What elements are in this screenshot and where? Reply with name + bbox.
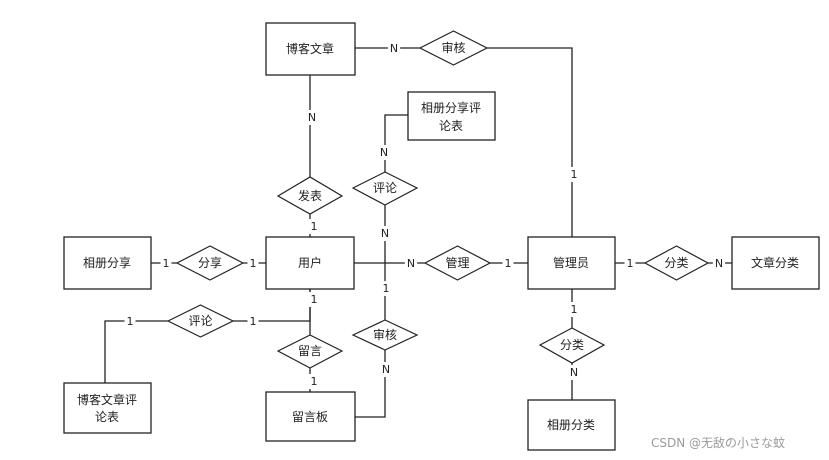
entity-user[interactable]: 用户 bbox=[265, 236, 355, 290]
cardinality-halo bbox=[404, 256, 418, 271]
cardinality-halo bbox=[387, 41, 401, 56]
entity-article-category[interactable]: 文章分类 bbox=[731, 236, 820, 290]
svg-text:相册分享: 相册分享 bbox=[83, 255, 131, 270]
relation-classify-article[interactable]: 分类 bbox=[643, 245, 710, 281]
cardinality-labels: N 1 N 1 N N N 1 1 1 1 N 1 1 1 1 1 N 1 N bbox=[124, 41, 726, 389]
card-albumshare-share-1: 1 bbox=[163, 257, 170, 270]
svg-text:博客文章评: 博客文章评 bbox=[77, 392, 137, 407]
edge-blogcomment-comment bbox=[104, 320, 168, 383]
card-comment-user-n: N bbox=[381, 227, 389, 240]
card-admin-classify-album-1: 1 bbox=[571, 303, 578, 316]
svg-text:评论: 评论 bbox=[373, 181, 397, 195]
cardinality-halo bbox=[568, 167, 580, 182]
relation-message[interactable]: 留言 bbox=[276, 334, 344, 369]
cardinality-halo bbox=[308, 292, 320, 307]
cardinality-halo bbox=[378, 226, 392, 241]
card-manage-admin-1: 1 bbox=[505, 257, 512, 270]
svg-text:评论: 评论 bbox=[188, 314, 212, 328]
entity-blog-comment-table[interactable]: 博客文章评 论表 bbox=[63, 382, 152, 434]
cardinality-halo bbox=[380, 281, 392, 296]
svg-text:审核: 审核 bbox=[373, 327, 397, 342]
card-admin-classify-1: 1 bbox=[627, 257, 634, 270]
svg-text:审核: 审核 bbox=[441, 40, 465, 55]
card-classify-articlecat-n: N bbox=[715, 257, 723, 270]
card-publish-user-1: 1 bbox=[311, 220, 318, 233]
relation-audit-bottom[interactable]: 审核 bbox=[351, 319, 419, 351]
svg-text:论表: 论表 bbox=[95, 410, 119, 424]
entity-message-board[interactable]: 留言板 bbox=[265, 391, 356, 442]
card-board-audit-n: N bbox=[382, 363, 390, 376]
svg-text:文章分类: 文章分类 bbox=[751, 255, 799, 270]
card-article-publish-n: N bbox=[308, 111, 316, 124]
card-blogcomment-1: 1 bbox=[127, 315, 134, 328]
cardinality-halo bbox=[247, 314, 259, 329]
svg-text:留言板: 留言板 bbox=[292, 410, 328, 424]
card-share-user-1: 1 bbox=[250, 257, 257, 270]
card-classify-albumcat-n: N bbox=[570, 366, 578, 379]
svg-text:论表: 论表 bbox=[439, 119, 463, 133]
cardinality-halo bbox=[502, 256, 514, 271]
svg-text:留言: 留言 bbox=[298, 344, 322, 358]
entity-admin[interactable]: 管理员 bbox=[527, 236, 616, 290]
card-comment-user-1: 1 bbox=[250, 315, 257, 328]
svg-text:管理员: 管理员 bbox=[553, 255, 589, 270]
cardinality-halo bbox=[379, 362, 393, 377]
relation-publish[interactable]: 发表 bbox=[276, 176, 344, 215]
edge-comment-user bbox=[233, 289, 311, 322]
relation-audit-top[interactable]: 审核 bbox=[418, 30, 489, 66]
svg-text:分享: 分享 bbox=[198, 255, 222, 270]
entity-album-category[interactable]: 相册分类 bbox=[527, 399, 616, 451]
cardinality-halo bbox=[568, 302, 580, 317]
relation-comment-album[interactable]: 评论 bbox=[351, 171, 419, 206]
card-audit-user-1: 1 bbox=[383, 282, 390, 295]
card-audit-admin-1: 1 bbox=[571, 168, 578, 181]
edge-audit-admin bbox=[487, 47, 573, 237]
cardinality-halo bbox=[308, 219, 320, 234]
cardinality-halo bbox=[308, 374, 320, 389]
card-albumcomment-n: N bbox=[380, 146, 388, 159]
watermark: CSDN @无敌の小さな蚊 bbox=[651, 436, 786, 450]
svg-text:分类: 分类 bbox=[664, 256, 688, 270]
cardinality-halo bbox=[377, 145, 391, 160]
relation-share[interactable]: 分享 bbox=[175, 245, 245, 281]
svg-text:用户: 用户 bbox=[298, 255, 322, 270]
svg-text:发表: 发表 bbox=[298, 188, 322, 203]
edge-board-audit bbox=[355, 350, 386, 418]
card-user-message-1: 1 bbox=[311, 293, 318, 306]
entity-album-share[interactable]: 相册分享 bbox=[63, 236, 152, 290]
cardinality-halo bbox=[160, 256, 172, 271]
relation-manage[interactable]: 管理 bbox=[423, 245, 492, 281]
card-article-audit-n: N bbox=[390, 42, 398, 55]
relation-classify-album[interactable]: 分类 bbox=[538, 327, 606, 364]
svg-text:相册分类: 相册分类 bbox=[547, 418, 595, 432]
entity-album-comment-table[interactable]: 相册分享评 论表 bbox=[407, 91, 496, 141]
cardinality-halo bbox=[567, 365, 581, 380]
entity-blog-article[interactable]: 博客文章 bbox=[265, 22, 356, 76]
cardinality-halo bbox=[305, 110, 319, 125]
card-message-board-1: 1 bbox=[311, 375, 318, 388]
cardinality-halo bbox=[712, 256, 726, 271]
edge-albumcomment-comment bbox=[384, 114, 408, 172]
cardinality-halo bbox=[124, 314, 136, 329]
svg-text:博客文章: 博客文章 bbox=[286, 41, 334, 56]
relation-comment-blog[interactable]: 评论 bbox=[166, 304, 235, 338]
card-user-manage-n: N bbox=[407, 257, 415, 270]
cardinality-halo bbox=[247, 256, 259, 271]
svg-text:管理: 管理 bbox=[445, 255, 469, 270]
svg-text:相册分享评: 相册分享评 bbox=[421, 100, 481, 115]
cardinality-halo bbox=[624, 256, 636, 271]
svg-text:分类: 分类 bbox=[560, 338, 584, 352]
